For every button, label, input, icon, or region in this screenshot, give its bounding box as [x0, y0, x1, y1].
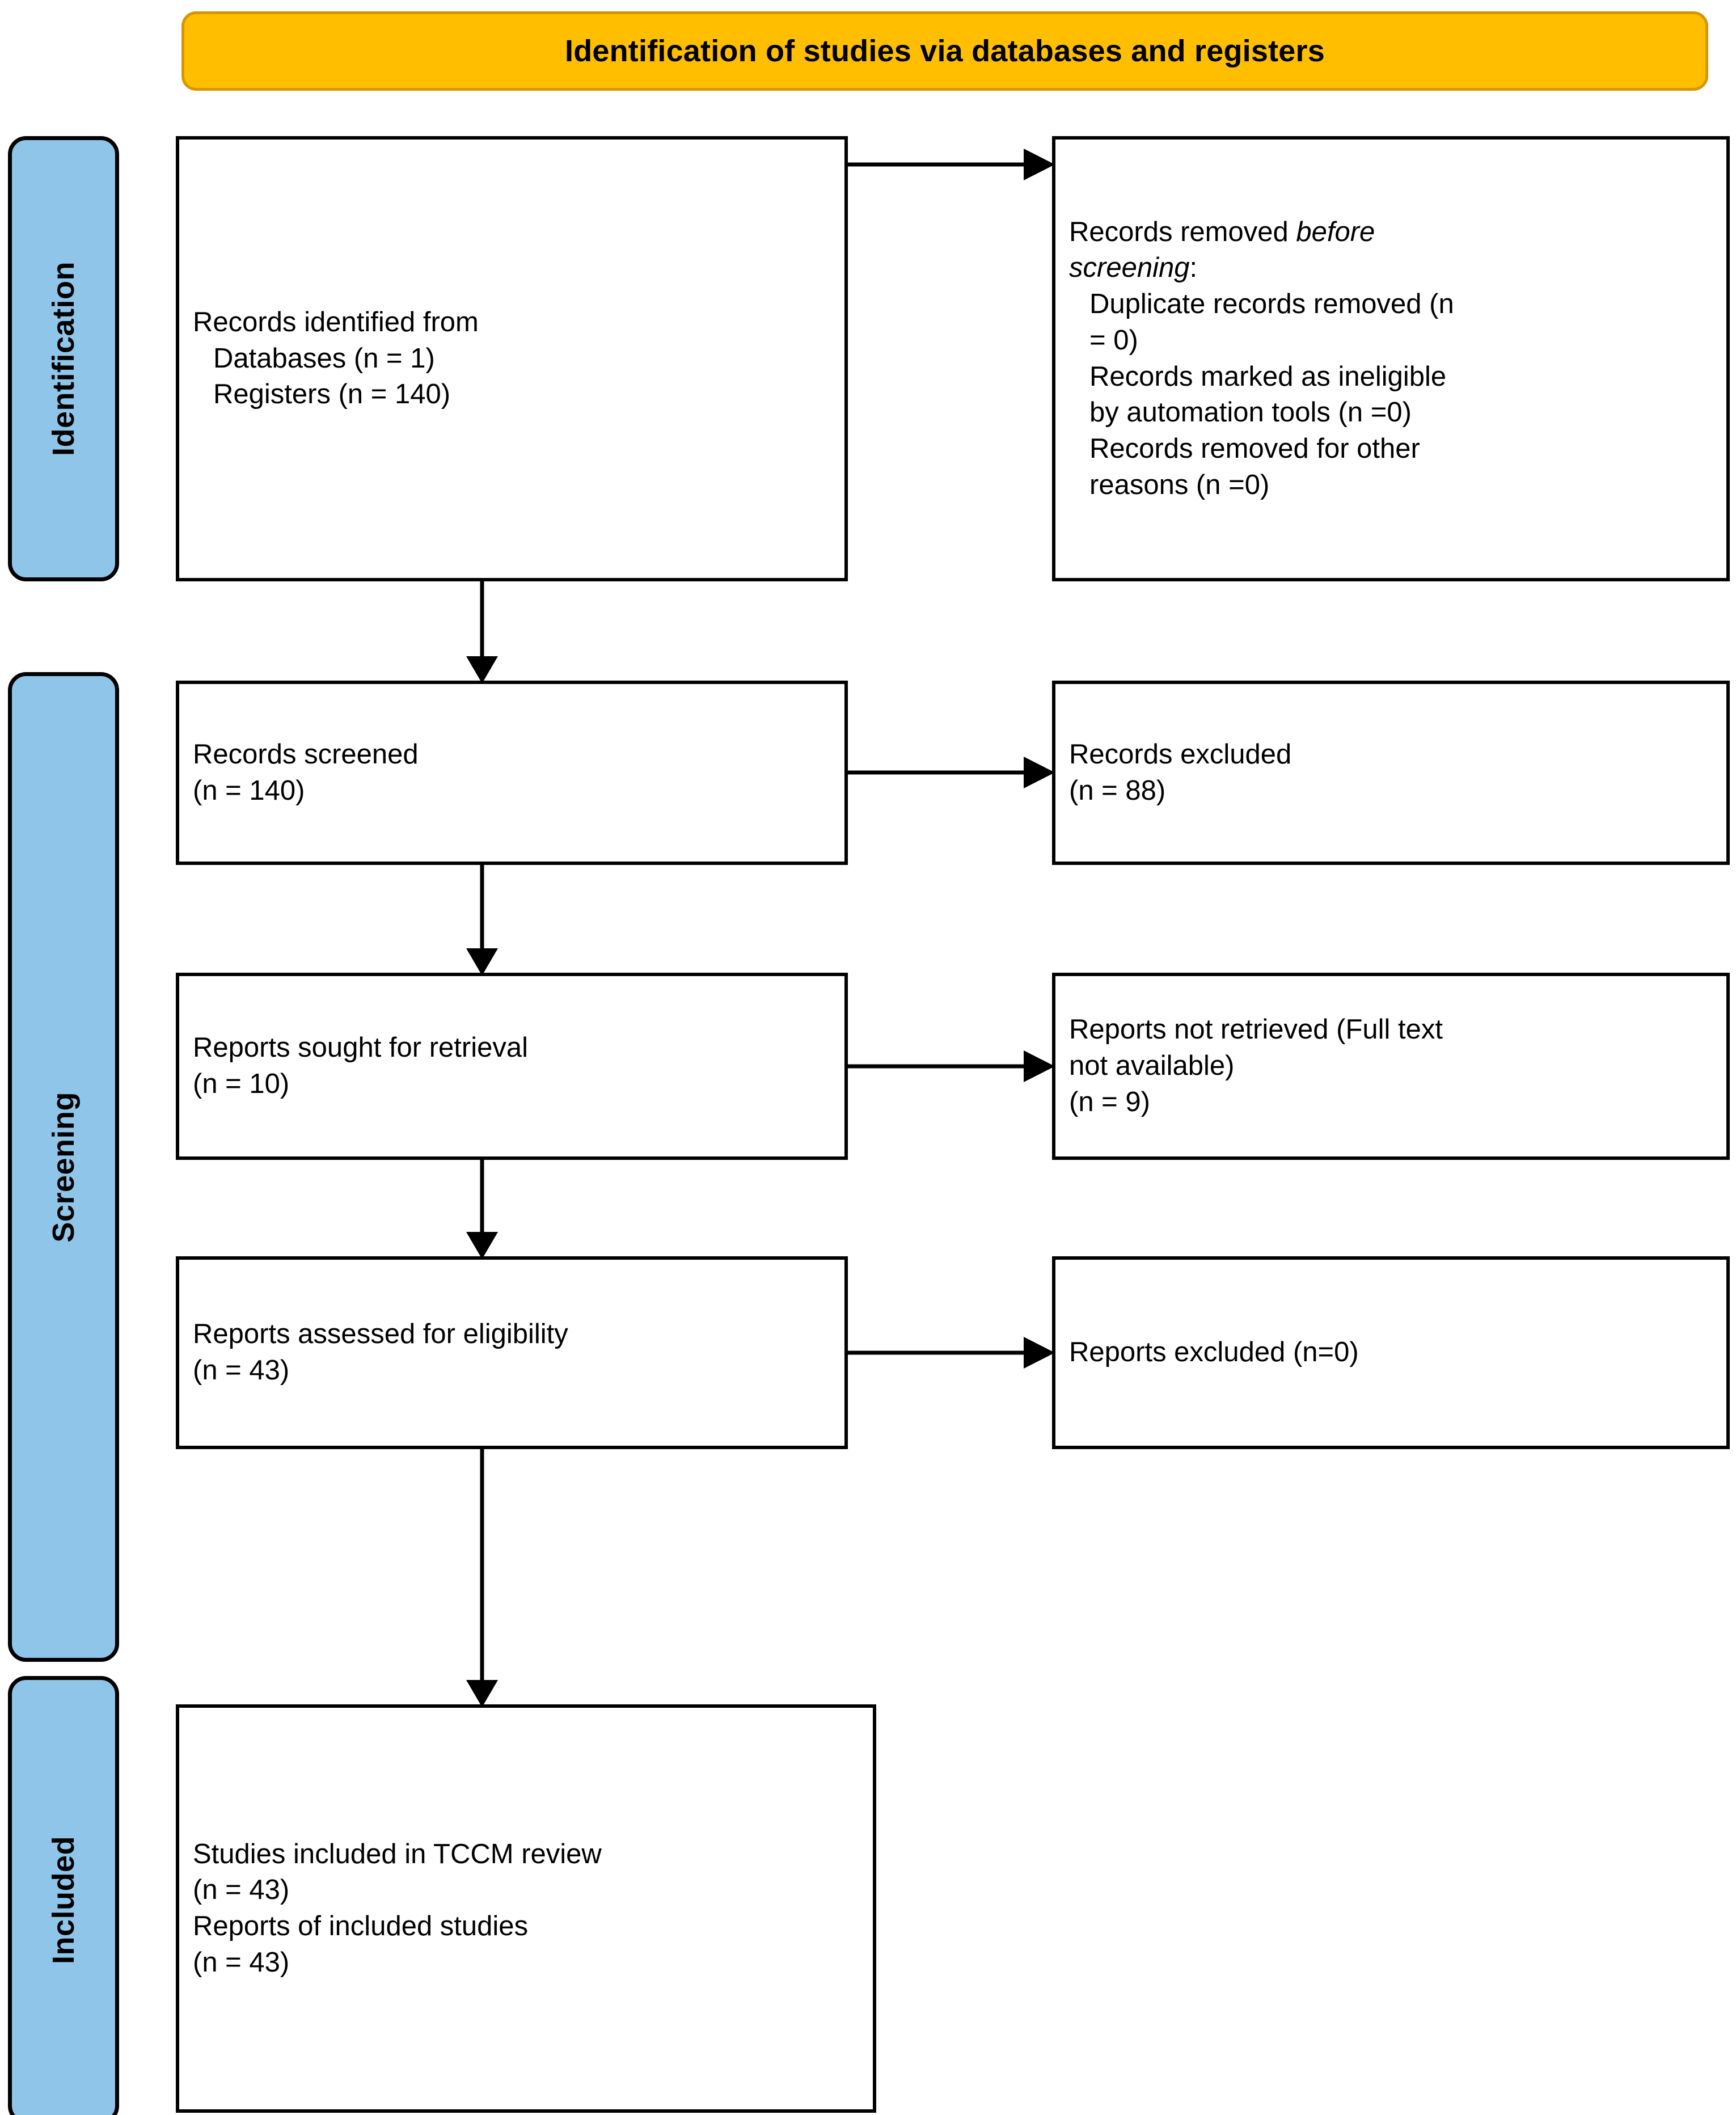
records-removed-heading-pre: Records removed	[1069, 216, 1296, 247]
diagram-title: Identification of studies via databases …	[565, 34, 1325, 68]
records-identified-databases: Databases (n = 1)	[213, 343, 435, 374]
records-removed-other-a: Records removed for other	[1089, 433, 1420, 464]
reports-sought-count: (n = 10)	[193, 1069, 290, 1099]
records-removed-duplicates-a: Duplicate records removed (n	[1089, 289, 1454, 320]
records-identified-line1: Records identified from	[193, 306, 479, 337]
stage-included-text: Included	[47, 1835, 81, 1964]
studies-included-count: (n = 43)	[193, 1875, 290, 1906]
records-excluded-label: Records excluded	[1069, 738, 1292, 770]
arrow-sought-to-not-retrieved	[848, 1032, 1055, 1100]
arrow-screened-to-sought	[454, 865, 510, 976]
arrow-screened-to-excluded	[848, 738, 1055, 807]
arrow-sought-to-assessed	[454, 1160, 510, 1259]
records-removed-other-b: reasons (n =0)	[1089, 469, 1270, 500]
records-removed-heading-line1: Records removed before	[1055, 214, 1726, 251]
box-studies-included: Studies included in TCCM review (n = 43)…	[176, 1704, 876, 2113]
stage-screening-text: Screening	[47, 1091, 81, 1243]
reports-not-retrieved-label-a: Reports not retrieved (Full text	[1069, 1014, 1443, 1045]
reports-not-retrieved-count: (n = 9)	[1069, 1086, 1150, 1117]
arrow-assessed-to-included	[454, 1449, 510, 1707]
records-excluded-count: (n = 88)	[1069, 775, 1166, 806]
reports-sought-label: Reports sought for retrieval	[193, 1032, 528, 1063]
box-records-screened: Records screened (n = 140)	[176, 681, 848, 865]
records-removed-heading-colon: :	[1189, 252, 1198, 284]
arrow-identified-to-screened	[454, 581, 510, 683]
box-reports-excluded: Reports excluded (n=0)	[1052, 1256, 1730, 1449]
records-screened-label: Records screened	[193, 738, 419, 770]
records-removed-heading-em1: before	[1296, 216, 1375, 247]
studies-included-label: Studies included in TCCM review	[193, 1838, 602, 1869]
records-removed-ineligible-a: Records marked as ineligible	[1089, 361, 1447, 392]
box-records-removed-before-screening: Records removed before screening: Duplic…	[1052, 136, 1730, 581]
records-screened-count: (n = 140)	[193, 775, 305, 806]
box-records-identified: Records identified from Databases (n = 1…	[176, 136, 848, 581]
diagram-header-banner: Identification of studies via databases …	[181, 11, 1708, 91]
records-identified-registers: Registers (n = 140)	[213, 379, 451, 410]
reports-of-included-count: (n = 43)	[193, 1947, 290, 1978]
reports-assessed-count: (n = 43)	[193, 1355, 290, 1386]
reports-assessed-label: Reports assessed for eligibility	[193, 1319, 568, 1350]
box-reports-assessed-for-eligibility: Reports assessed for eligibility (n = 43…	[176, 1256, 848, 1449]
records-removed-heading-em2: screening	[1069, 252, 1190, 284]
records-removed-ineligible-b: by automation tools (n =0)	[1089, 397, 1412, 428]
reports-excluded-label: Reports excluded (n=0)	[1069, 1337, 1359, 1368]
box-reports-not-retrieved: Reports not retrieved (Full text not ava…	[1052, 973, 1730, 1160]
stage-label-identification: Identification	[8, 136, 119, 581]
records-removed-heading-line2: screening:	[1055, 250, 1726, 286]
records-removed-duplicates-b: = 0)	[1089, 324, 1138, 356]
box-reports-sought-for-retrieval: Reports sought for retrieval (n = 10)	[176, 973, 848, 1160]
arrow-identified-to-removed	[848, 130, 1055, 199]
reports-of-included-label: Reports of included studies	[193, 1911, 529, 1941]
stage-label-screening: Screening	[8, 672, 119, 1662]
stage-label-included: Included	[8, 1676, 119, 2115]
box-records-excluded: Records excluded (n = 88)	[1052, 681, 1730, 865]
stage-identification-text: Identification	[47, 261, 81, 456]
reports-not-retrieved-label-b: not available)	[1069, 1050, 1235, 1082]
arrow-assessed-to-reports-excluded	[848, 1319, 1055, 1387]
